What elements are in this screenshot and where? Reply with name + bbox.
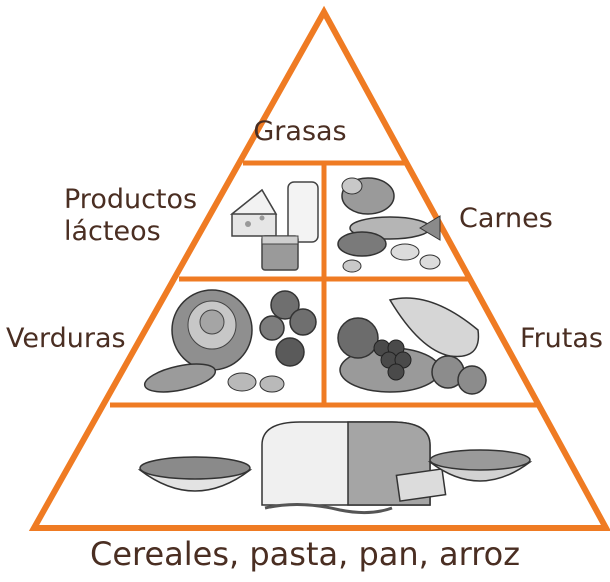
cereales-label: Cereales, pasta, pan, arroz xyxy=(0,535,610,573)
carnes-label: Carnes xyxy=(459,203,553,234)
grasas-label: Grasas xyxy=(240,116,360,147)
dairy-label-line1: Productos xyxy=(64,184,197,216)
frutas-label: Frutas xyxy=(520,323,603,354)
verduras-label: Verduras xyxy=(6,323,126,354)
dairy-label: Productos lácteos xyxy=(64,184,197,248)
dairy-label-line2: lácteos xyxy=(64,216,197,248)
